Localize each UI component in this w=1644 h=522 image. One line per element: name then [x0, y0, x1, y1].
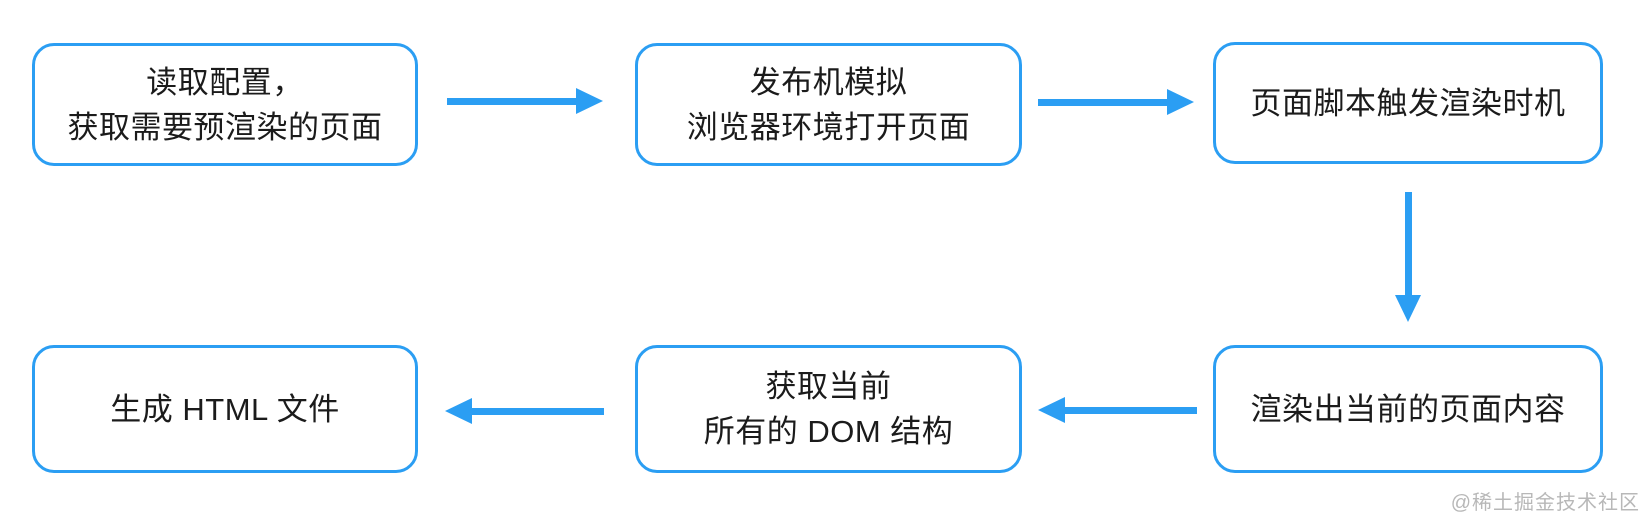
arrow-down-icon: [1395, 192, 1421, 322]
node-text-line: 读取配置，: [146, 64, 304, 100]
node-text-line: 生成 HTML 文件: [110, 391, 340, 427]
node-render-current-page: 渲染出当前的页面内容: [1213, 345, 1603, 473]
arrow-left-icon: [445, 398, 604, 424]
arrow-shaft: [471, 407, 604, 415]
arrow-shaft: [1404, 192, 1412, 296]
node-get-dom-structure: 获取当前 所有的 DOM 结构: [635, 345, 1022, 473]
arrow-head: [1167, 89, 1194, 115]
watermark: @稀土掘金技术社区: [1450, 492, 1640, 514]
node-text-line: 获取需要预渲染的页面: [67, 109, 383, 145]
arrow-shaft: [1038, 98, 1168, 106]
arrow-right-icon: [447, 88, 603, 114]
arrow-shaft: [1064, 406, 1197, 414]
arrow-head: [445, 398, 472, 424]
node-simulate-browser-open: 发布机模拟 浏览器环境打开页面: [635, 43, 1022, 166]
arrow-head: [576, 88, 603, 114]
node-generate-html-file: 生成 HTML 文件: [32, 345, 418, 473]
node-read-config: 读取配置， 获取需要预渲染的页面: [32, 43, 418, 166]
node-text-line: 发布机模拟: [749, 64, 908, 100]
arrow-right-icon: [1038, 89, 1194, 115]
node-text-line: 渲染出当前的页面内容: [1250, 391, 1566, 427]
arrow-head: [1038, 397, 1065, 423]
node-text-line: 所有的 DOM 结构: [703, 414, 954, 449]
node-text-line: 浏览器环境打开页面: [686, 109, 971, 145]
arrow-shaft: [447, 97, 577, 105]
arrow-head: [1395, 295, 1421, 322]
node-text-line: 获取当前: [765, 369, 892, 404]
arrow-left-icon: [1038, 397, 1197, 423]
node-trigger-render-timing: 页面脚本触发渲染时机: [1213, 42, 1603, 164]
node-text-line: 页面脚本触发渲染时机: [1250, 85, 1566, 121]
